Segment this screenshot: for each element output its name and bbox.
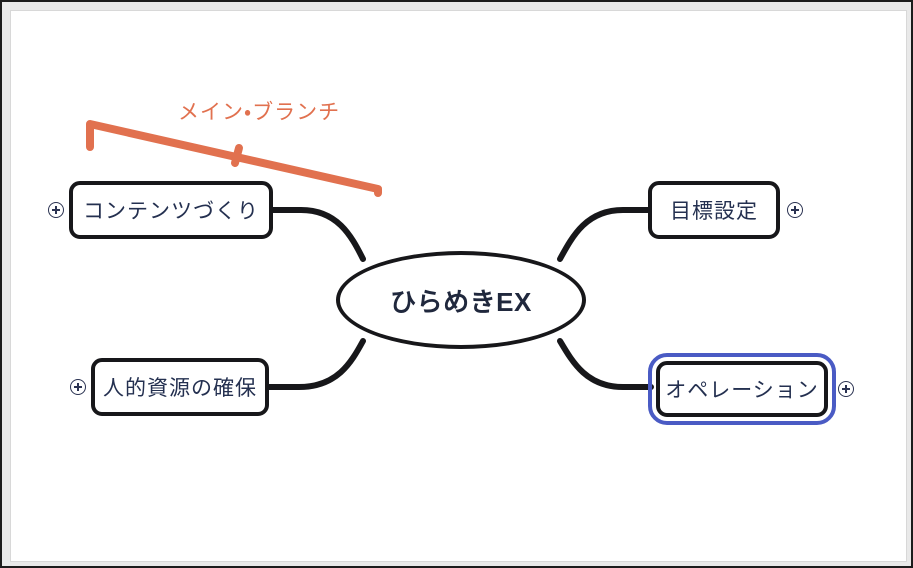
center-node-label: ひらめきEX	[390, 286, 532, 317]
node-goal-setting-label: 目標設定	[670, 200, 758, 223]
edge-to-content-creation	[270, 207, 366, 262]
edge-to-goal-setting	[557, 207, 651, 262]
node-content-creation-label: コンテンツづくり	[83, 200, 259, 223]
edge-to-human-resources	[266, 338, 366, 390]
expand-operations-plus-icon[interactable]	[838, 381, 854, 397]
node-operations[interactable]: オペレーション	[648, 353, 836, 425]
mindmap-canvas[interactable]: メイン・ブランチ ひらめきEX コンテンツづくり 目標設定 人的資源の確保 オペ…	[10, 10, 907, 562]
annotation-label: メイン・ブランチ	[178, 101, 341, 124]
expand-goal-setting-plus-icon[interactable]	[787, 202, 803, 218]
expand-human-resources-plus-icon[interactable]	[70, 379, 86, 395]
edge-to-operations	[557, 338, 654, 390]
node-goal-setting[interactable]: 目標設定	[648, 181, 780, 239]
node-operations-label: オペレーション	[665, 379, 819, 402]
center-node[interactable]: ひらめきEX	[336, 251, 586, 349]
node-content-creation[interactable]: コンテンツづくり	[69, 181, 273, 239]
node-human-resources[interactable]: 人的資源の確保	[91, 358, 269, 416]
expand-content-creation-plus-icon[interactable]	[48, 202, 64, 218]
node-human-resources-label: 人的資源の確保	[103, 377, 257, 400]
